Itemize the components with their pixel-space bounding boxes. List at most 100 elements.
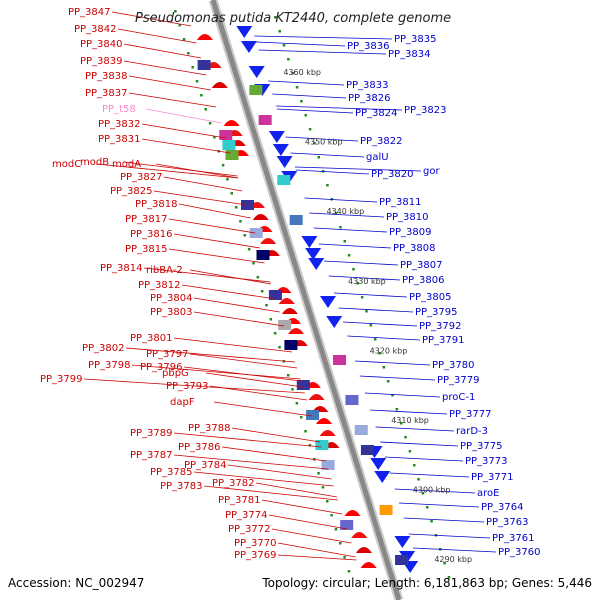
- tick-mark: [278, 30, 281, 33]
- gene-label-right: gor: [423, 166, 440, 177]
- reverse-gene-arrow: [276, 156, 293, 168]
- leader-line: [189, 353, 298, 369]
- leader-line: [168, 218, 256, 234]
- tick-mark: [317, 472, 320, 475]
- tick-mark: [182, 38, 186, 41]
- gene-block: [268, 290, 282, 300]
- leader-line: [141, 123, 226, 139]
- gene-label-left: PP_3796: [140, 362, 183, 373]
- tick-mark: [178, 24, 181, 27]
- reverse-gene-arrow: [236, 26, 253, 38]
- leader-line: [141, 138, 231, 154]
- reverse-gene-arrow: [272, 144, 289, 156]
- tick-mark: [360, 296, 364, 299]
- topology-text: Topology: circular; Length: 6,181,863 bp…: [261, 576, 592, 590]
- tick-mark: [287, 58, 290, 61]
- backbone: [210, 0, 402, 600]
- gene-block: [258, 115, 272, 125]
- tick-mark: [252, 262, 255, 265]
- tick-mark: [230, 192, 234, 195]
- gene-label-left: PP_3787: [130, 450, 173, 461]
- gene-label-left: PP_3801: [130, 333, 173, 344]
- gene-label-left: PP_3783: [160, 481, 203, 492]
- leader-line: [355, 360, 431, 366]
- gene-features: [174, 0, 451, 600]
- gene-label-right: PP_3823: [404, 105, 447, 116]
- gene-label-left: PP_3838: [85, 71, 128, 82]
- gene-label-left: PP_3784: [184, 460, 227, 471]
- gene-label-left: PP_3840: [80, 39, 123, 50]
- gene-block: [354, 425, 368, 435]
- gene-label-left: PP_3831: [98, 134, 141, 145]
- forward-gene-arrow: [278, 298, 295, 304]
- gene-block: [277, 175, 291, 185]
- tick-mark: [282, 44, 286, 47]
- leader-line: [193, 471, 334, 487]
- tick-mark: [373, 338, 377, 341]
- tick-mark: [386, 380, 390, 383]
- gene-block: [219, 130, 233, 140]
- map-title: Pseudomonas putida KT2440, complete geno…: [135, 11, 451, 26]
- leader-line: [261, 499, 343, 515]
- tick-mark: [408, 450, 412, 453]
- reverse-gene-arrow: [308, 258, 325, 270]
- leader-line: [155, 163, 239, 179]
- tick-mark: [369, 324, 373, 327]
- gene-label-right: PP_3763: [486, 517, 529, 528]
- leader-line: [370, 409, 448, 415]
- leader-line: [125, 347, 296, 363]
- forward-gene-arrow: [344, 510, 361, 516]
- gene-label-right: PP_3775: [460, 441, 503, 452]
- gene-block: [333, 355, 347, 365]
- forward-gene-arrow: [355, 547, 372, 553]
- gene-block: [249, 228, 263, 238]
- leader-line: [181, 284, 276, 300]
- gene-block: [222, 140, 236, 150]
- tick-mark: [295, 86, 299, 89]
- tick-mark: [304, 430, 307, 433]
- leader-line: [117, 28, 197, 44]
- gene-block: [395, 555, 409, 565]
- gene-label-left: PP_3825: [110, 186, 153, 197]
- tick-mark: [343, 240, 347, 243]
- leader-line: [313, 227, 388, 233]
- gene-label-right: PP_3834: [388, 49, 431, 60]
- forward-gene-arrow: [252, 214, 269, 220]
- gene-label-right: PP_3810: [386, 212, 429, 223]
- forward-gene-arrow: [315, 418, 332, 424]
- leader-line: [227, 464, 332, 480]
- leader-line: [272, 93, 347, 99]
- tick-mark: [291, 72, 294, 75]
- leader-line: [178, 203, 251, 219]
- tick-mark: [308, 128, 312, 131]
- gene-block: [278, 320, 292, 330]
- gene-label-right: PP_3835: [394, 34, 437, 45]
- gene-label-left: PP_3818: [135, 199, 178, 210]
- leader-line: [173, 337, 293, 353]
- leader-line: [213, 401, 313, 417]
- gene-block: [340, 520, 354, 530]
- leader-line: [318, 243, 392, 249]
- leader-line: [408, 533, 491, 539]
- tick-mark: [326, 500, 329, 503]
- kbp-label: 4330 kbp: [348, 277, 386, 286]
- gene-block: [306, 410, 320, 420]
- tick-mark: [260, 290, 264, 293]
- leader-line: [209, 385, 308, 401]
- leader-line: [258, 49, 387, 55]
- gene-label-right: PP_3836: [347, 41, 390, 52]
- leader-line: [123, 60, 207, 76]
- reverse-gene-arrow: [305, 248, 322, 260]
- gene-block: [249, 85, 263, 95]
- leader-line: [290, 152, 365, 158]
- leader-line: [324, 260, 399, 266]
- leader-line: [380, 441, 459, 447]
- leader-line: [95, 163, 239, 179]
- leader-line: [277, 554, 357, 561]
- kbp-label: 4320 kbp: [370, 346, 408, 355]
- leader-line: [231, 427, 321, 443]
- gene-label-left: PP_3785: [150, 467, 193, 478]
- leader-line: [153, 190, 247, 206]
- gene-label-left: modC: [52, 159, 81, 170]
- leader-line: [203, 485, 339, 501]
